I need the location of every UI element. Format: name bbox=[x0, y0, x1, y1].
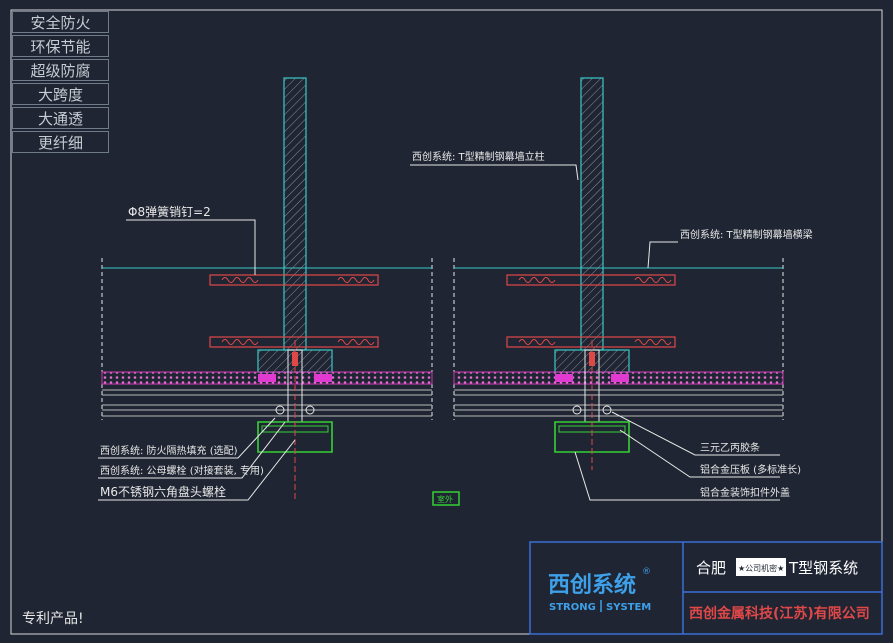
logo-en-right: SYSTEM bbox=[606, 602, 651, 613]
left-spring-coil-1 bbox=[221, 277, 375, 283]
title-suffix: T型钢系统 bbox=[788, 559, 858, 577]
left-t-steel-stem bbox=[283, 77, 307, 351]
right-leader-1 bbox=[611, 411, 780, 456]
left-spring-pin-1 bbox=[209, 274, 379, 286]
center-tag-box bbox=[432, 491, 460, 506]
patent-note: 专利产品! bbox=[22, 611, 84, 627]
left-spring-pin-2 bbox=[209, 336, 379, 348]
annot-left-2: 西创系统: 公母螺栓 (对接套装, 专用) bbox=[100, 464, 264, 477]
right-leader-2 bbox=[619, 429, 780, 478]
right-pressure-plate bbox=[558, 425, 626, 433]
left-leader-3 bbox=[98, 439, 296, 501]
left-cover-cap bbox=[257, 421, 333, 453]
feature-tag-transparent: 大通透 bbox=[12, 107, 109, 129]
left-seal-b bbox=[305, 405, 315, 415]
right-spring-pin-1 bbox=[506, 274, 676, 286]
right-gasket-b bbox=[611, 374, 629, 382]
left-leader-1 bbox=[98, 417, 276, 459]
left-gasket-b bbox=[314, 374, 332, 382]
right-detail bbox=[410, 77, 784, 501]
right-t-steel-stem bbox=[580, 77, 604, 351]
company-name: 西创金属科技(江苏)有限公司 bbox=[689, 605, 870, 622]
logo-cn: 西创系统 bbox=[548, 572, 636, 598]
title-stamp: ★公司机密★ bbox=[738, 563, 784, 573]
title-block bbox=[529, 541, 883, 635]
left-pressure-plate bbox=[261, 425, 329, 433]
right-gasket-a bbox=[555, 374, 573, 382]
right-spring-pin-2 bbox=[506, 336, 676, 348]
drawing-frame bbox=[10, 9, 883, 635]
title-block-frame bbox=[529, 541, 883, 635]
left-leader-top bbox=[126, 219, 256, 275]
annot-right-mid: 西创系统: T型精制钢幕墙横梁 bbox=[680, 228, 813, 241]
right-leader-mid bbox=[647, 241, 678, 269]
right-spring-coil-1 bbox=[518, 277, 672, 283]
right-spring-coil-2 bbox=[518, 339, 672, 345]
left-leader-2 bbox=[98, 421, 286, 479]
feature-tag-anticorrosion: 超级防腐 bbox=[12, 59, 109, 81]
right-seal-a bbox=[572, 405, 582, 415]
title-stamp-box bbox=[736, 558, 786, 576]
left-seal-a bbox=[275, 405, 285, 415]
annot-right-1: 三元乙丙胶条 bbox=[700, 441, 760, 454]
right-leader-top bbox=[410, 164, 579, 181]
logo-reg: ® bbox=[642, 567, 651, 577]
left-detail bbox=[98, 77, 433, 501]
annot-left-3: M6不锈钢六角盘头螺栓 bbox=[100, 484, 226, 499]
annot-right-2: 铝合金压板 (多标准长) bbox=[700, 463, 801, 476]
left-gasket-a bbox=[258, 374, 276, 382]
feature-tag-fireproof: 安全防火 bbox=[12, 11, 109, 33]
center-tag: 室外 bbox=[437, 494, 453, 504]
logo-en-left: STRONG bbox=[549, 602, 596, 613]
annot-left-1: 西创系统: 防火隔热填充 (选配) bbox=[100, 444, 238, 457]
left-spring-coil-2 bbox=[221, 339, 375, 345]
annot-left-top: Φ8弹簧销钉=2 bbox=[128, 204, 211, 219]
right-cover-cap bbox=[554, 421, 630, 453]
title-prefix: 合肥 bbox=[696, 559, 726, 577]
annot-right-3: 铝合金装饰扣件外盖 bbox=[700, 486, 790, 499]
feature-tag-slim: 更纤细 bbox=[12, 131, 109, 153]
feature-tag-long-span: 大跨度 bbox=[12, 83, 109, 105]
annot-right-top: 西创系统: T型精制钢幕墙立柱 bbox=[412, 150, 545, 163]
feature-tag-eco: 环保节能 bbox=[12, 35, 109, 57]
right-leader-3 bbox=[574, 451, 780, 501]
right-seal-b bbox=[602, 405, 612, 415]
